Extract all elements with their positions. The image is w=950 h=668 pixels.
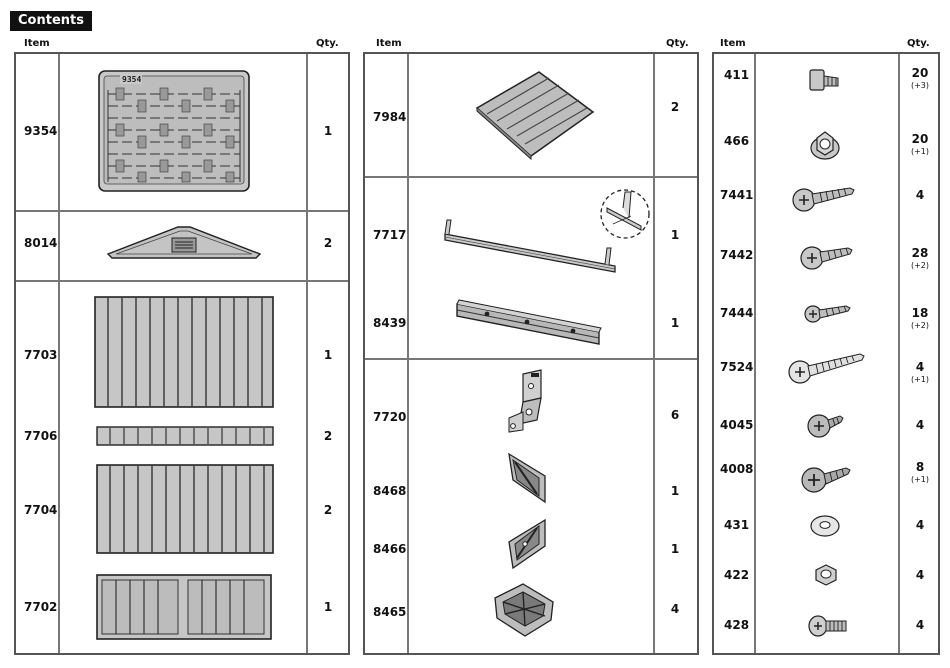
- item-number: 7984: [373, 110, 406, 124]
- item-number: 8466: [373, 542, 406, 556]
- bolt-icon: [806, 612, 850, 640]
- item-number: 422: [724, 568, 749, 582]
- item-qty: 4(+1): [898, 360, 942, 384]
- item-qty: 1: [306, 124, 350, 138]
- item-qty: 4: [898, 568, 942, 582]
- screw-icon: [790, 180, 856, 214]
- contents-title: Contents: [10, 11, 92, 31]
- item-number: 7717: [373, 228, 406, 242]
- item-number: 411: [724, 68, 749, 82]
- item-qty: 1: [306, 348, 350, 362]
- parts-panel-2: 7984 7717 8439 7720 8468 8466 8465 2 1 1…: [363, 52, 699, 655]
- item-number: 466: [724, 134, 749, 148]
- item-qty: 1: [653, 316, 697, 330]
- wall-strip-image: [96, 426, 274, 446]
- item-number: 8439: [373, 316, 406, 330]
- item-qty: 18(+2): [898, 306, 942, 330]
- item-number: 7444: [720, 306, 753, 320]
- item-qty: 1: [306, 600, 350, 614]
- hex-nut-icon: [812, 562, 840, 588]
- screw-icon: [798, 240, 854, 272]
- item-number: 431: [724, 518, 749, 532]
- item-qty: 2: [306, 429, 350, 443]
- item-number: 7704: [24, 503, 57, 517]
- item-number: 7442: [720, 248, 753, 262]
- gusset-bracket-image: [505, 516, 549, 572]
- wall-panel-large-image: [94, 296, 274, 408]
- item-number: 9354: [24, 124, 57, 138]
- item-number: 7702: [24, 600, 57, 614]
- panel3-qty-header: Qty.: [907, 38, 930, 49]
- parts-panel-1: 9354 8014 7703 7706 7704 7702 1 2 1 2 2 …: [14, 52, 350, 655]
- ridge-beam-image: [435, 186, 653, 276]
- item-number: 7441: [720, 188, 753, 202]
- item-qty: 4: [898, 188, 942, 202]
- item-number: 7706: [24, 429, 57, 443]
- panel1-qty-header: Qty.: [316, 38, 339, 49]
- item-number: 8468: [373, 484, 406, 498]
- item-number: 7524: [720, 360, 753, 374]
- item-qty: 28(+2): [898, 246, 942, 270]
- panel1-item-header: Item: [24, 38, 50, 49]
- item-qty: 20(+1): [898, 132, 942, 156]
- item-qty: 1: [653, 542, 697, 556]
- square-nut-bolt-icon: [806, 66, 842, 96]
- item-qty: 4: [653, 602, 697, 616]
- item-qty: 2: [306, 236, 350, 250]
- support-rail-image: [453, 294, 603, 354]
- floor-panel-image: 9354: [98, 70, 250, 192]
- corner-bracket-image: [501, 368, 551, 434]
- parts-panel-3: 411 466 7441 7442 7444 7524 4045 4008 43…: [712, 52, 940, 655]
- screw-icon: [800, 460, 854, 494]
- item-number: 8465: [373, 605, 406, 619]
- item-number: 4008: [720, 462, 753, 476]
- panel2-qty-header: Qty.: [666, 38, 689, 49]
- item-number: 7703: [24, 348, 57, 362]
- item-qty: 4: [898, 418, 942, 432]
- item-qty: 6: [653, 408, 697, 422]
- item-qty: 1: [653, 484, 697, 498]
- panel2-item-header: Item: [376, 38, 402, 49]
- item-qty: 2: [306, 503, 350, 517]
- item-qty: 4: [898, 518, 942, 532]
- item-qty: 4: [898, 618, 942, 632]
- item-qty: 8(+1): [898, 460, 942, 484]
- floor-panel-label: 9354: [122, 75, 141, 84]
- item-number: 7720: [373, 410, 406, 424]
- item-number: 428: [724, 618, 749, 632]
- item-number: 4045: [720, 418, 753, 432]
- flange-nut-icon: [808, 126, 842, 162]
- item-qty: 2: [653, 100, 697, 114]
- short-screw-icon: [806, 408, 846, 440]
- wall-panel-window-image: [96, 574, 272, 640]
- item-number: 8014: [24, 236, 57, 250]
- roof-corner-bracket-image: [489, 580, 559, 640]
- wall-panel-medium-image: [96, 464, 274, 554]
- roof-panel-image: [473, 68, 597, 160]
- long-screw-icon: [786, 350, 866, 386]
- gable-piece-image: [106, 224, 262, 260]
- panel3-item-header: Item: [720, 38, 746, 49]
- triangle-bracket-image: [505, 450, 549, 506]
- washer-icon: [808, 512, 842, 538]
- item-qty: 20(+3): [898, 66, 942, 90]
- screw-icon: [802, 300, 852, 326]
- item-qty: 1: [653, 228, 697, 242]
